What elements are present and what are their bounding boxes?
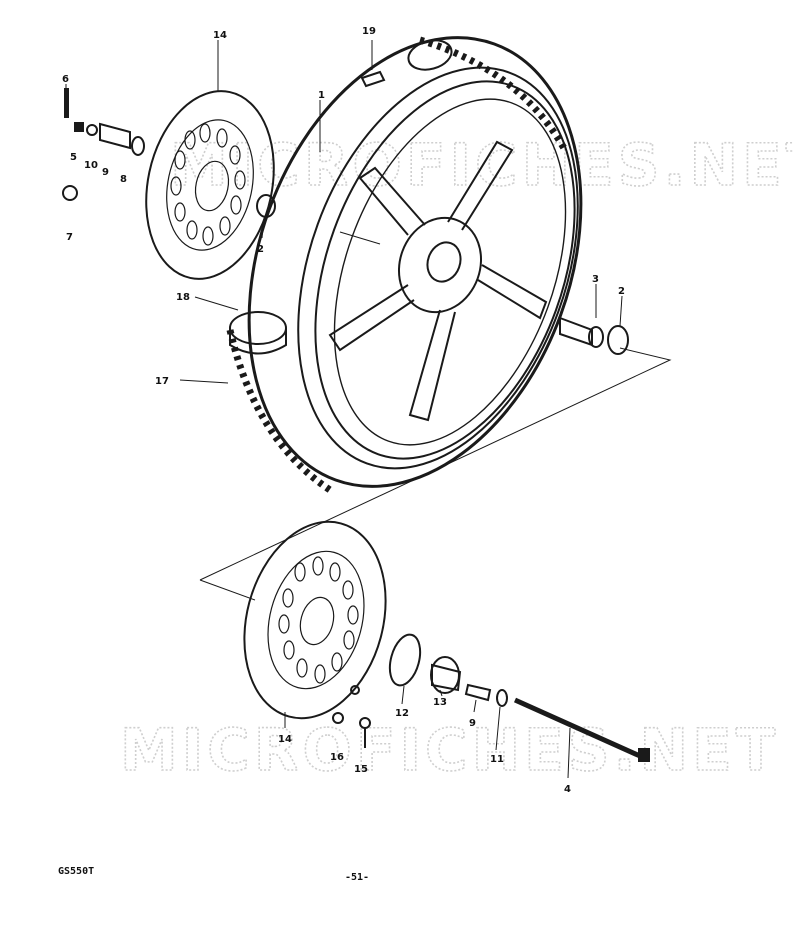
model-code: GS550T bbox=[58, 866, 94, 877]
callout-9-lower: 9 bbox=[469, 718, 476, 729]
axle-hardware-lower bbox=[332, 633, 650, 762]
callout-2-upper: 2 bbox=[257, 244, 264, 255]
brake-disc-upper bbox=[145, 90, 275, 280]
callout-3: 3 bbox=[592, 274, 599, 285]
callout-labels: 14 1 19 6 5 10 9 8 7 2 3 2 18 17 12 13 9… bbox=[62, 26, 625, 795]
callout-12: 12 bbox=[395, 708, 409, 719]
bolt-spacer-group bbox=[62, 88, 145, 201]
brake-disc-lower bbox=[243, 520, 387, 720]
callout-6: 6 bbox=[62, 74, 69, 85]
callout-2-right: 2 bbox=[618, 286, 625, 297]
page-number: -51- bbox=[345, 872, 369, 883]
callout-18: 18 bbox=[176, 292, 190, 303]
leader-lines bbox=[65, 40, 623, 779]
callout-17: 17 bbox=[155, 376, 169, 387]
callout-16: 16 bbox=[330, 752, 344, 763]
callout-1: 1 bbox=[318, 90, 325, 101]
callout-9-upper: 9 bbox=[102, 167, 109, 178]
callout-10: 10 bbox=[84, 160, 98, 171]
callout-4: 4 bbox=[564, 784, 571, 795]
callout-14-lower: 14 bbox=[278, 734, 292, 745]
callout-5: 5 bbox=[70, 152, 77, 163]
callout-8: 8 bbox=[120, 174, 127, 185]
callout-19: 19 bbox=[362, 26, 376, 37]
callout-14-upper: 14 bbox=[213, 30, 227, 41]
callout-11: 11 bbox=[490, 754, 504, 765]
spacer-bearing-right bbox=[559, 316, 629, 355]
valve-19 bbox=[360, 40, 386, 88]
wheel-and-tire bbox=[226, 36, 583, 493]
callout-15: 15 bbox=[354, 764, 368, 775]
watermark-bottom: MICROFICHES.NET bbox=[120, 716, 779, 784]
callout-13: 13 bbox=[433, 697, 447, 708]
callout-7: 7 bbox=[66, 232, 73, 243]
